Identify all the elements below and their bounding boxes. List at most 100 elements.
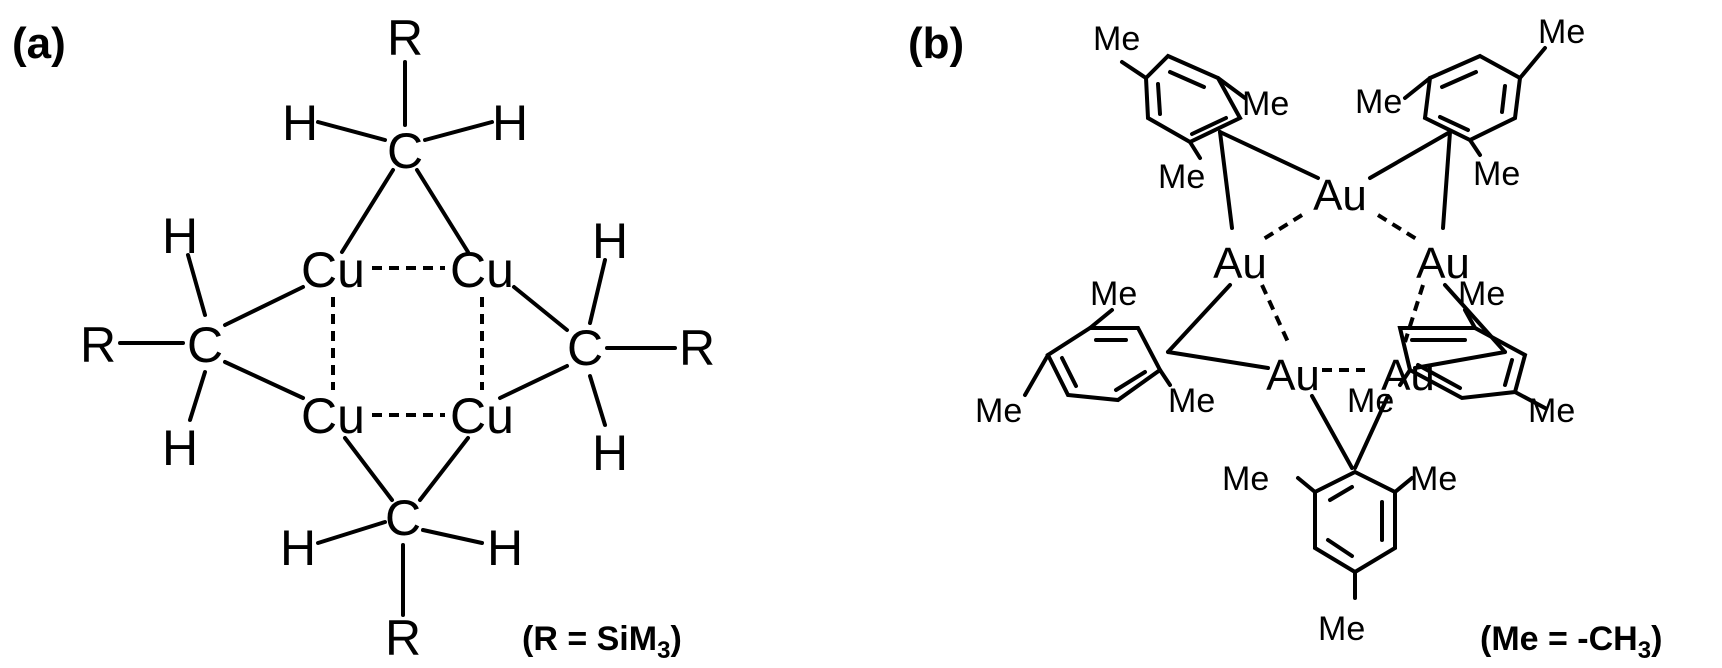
- atom-r-bottom: R: [385, 610, 421, 666]
- panel-b-label: (b): [908, 19, 964, 68]
- me-label-tl-top: Me: [1093, 20, 1140, 58]
- bond-au-right-ring-r: [1443, 283, 1507, 354]
- ring-l-me-bottom: [1158, 368, 1172, 387]
- bond-au-br-ring-b: [1353, 394, 1390, 470]
- ring-tl-double-2: [1190, 116, 1228, 136]
- atom-h-bottom-left: H: [280, 520, 316, 576]
- panel-a-atoms: R H H C Cu Cu Cu Cu H R C H H C R H C H …: [80, 10, 715, 666]
- atom-cu-4: Cu: [450, 388, 514, 444]
- ring-r-double-2: [1503, 358, 1514, 387]
- bond-au-right-ring-tr: [1441, 130, 1452, 230]
- atom-au-left: Au: [1213, 239, 1267, 288]
- panel-a-bonds: [118, 60, 677, 617]
- panel-b-legend-note: (Me = -CH3): [1480, 620, 1662, 664]
- atom-cu-3: Cu: [301, 388, 365, 444]
- ring-tl-me-top: [1120, 60, 1148, 80]
- panel-b-rings: [1023, 46, 1547, 600]
- ring-r-me-top: [1463, 308, 1477, 330]
- me-label-tr-left: Me: [1355, 83, 1402, 121]
- ring-tl-me-bottom: [1188, 140, 1202, 160]
- panel-a-note-suffix: ): [670, 620, 681, 658]
- ring-b-double-3: [1328, 485, 1354, 502]
- bond-right-c-h-top: [588, 258, 607, 325]
- au-au-contact-top-left: [1260, 213, 1304, 242]
- ring-tl-double-1: [1168, 70, 1206, 89]
- panel-a-legend-note: (R = SiM3): [522, 620, 682, 664]
- me-label-tr-bottom: Me: [1473, 155, 1520, 193]
- panel-b-note-prefix: (Me = -CH: [1480, 620, 1638, 658]
- atom-c-left: C: [187, 317, 223, 373]
- atom-r-right: R: [679, 320, 715, 376]
- panel-a-label: (a): [12, 19, 66, 68]
- me-label-l-top: Me: [1090, 275, 1137, 313]
- atom-h-right-bottom: H: [592, 425, 628, 481]
- bond-au-bl-ring-b: [1310, 394, 1354, 470]
- ring-r-me-bottom: [1398, 368, 1412, 387]
- bond-left-c-cu1: [223, 285, 305, 327]
- bond-top-c-h-right: [423, 120, 494, 142]
- atom-au-bottom-right: Au: [1381, 351, 1435, 400]
- ring-b-me-right: [1393, 476, 1414, 494]
- panel-b-note-subscript: 3: [1638, 637, 1651, 664]
- bond-top-c-cu1: [340, 168, 395, 254]
- bond-bottom-c-cu4: [418, 436, 470, 502]
- me-label-tr-top: Me: [1538, 13, 1585, 51]
- me-label-b-left: Me: [1222, 460, 1269, 498]
- atom-h-right-top: H: [592, 213, 628, 269]
- ring-r-double-3: [1416, 363, 1462, 390]
- panel-b-note-suffix: ): [1651, 620, 1662, 658]
- atom-h-top-left: H: [282, 95, 318, 151]
- atom-c-top: C: [387, 123, 423, 179]
- bond-bottom-c-h-left: [316, 520, 387, 545]
- atom-c-right: C: [567, 320, 603, 376]
- bond-au-bl-ring-l: [1166, 350, 1270, 370]
- ring-tr-me-top: [1518, 46, 1547, 80]
- me-label-r-bottom: Me: [1347, 382, 1394, 420]
- au-au-contact-right-br: [1403, 284, 1425, 343]
- atom-cu-2: Cu: [450, 242, 514, 298]
- ring-tl-double-3: [1156, 82, 1162, 116]
- panel-b-au-contacts: [1260, 213, 1425, 372]
- ring-tl-me-right: [1216, 76, 1247, 100]
- me-label-l-left: Me: [975, 392, 1022, 430]
- bond-left-c-cu3: [223, 360, 305, 400]
- ring-b-double-2: [1326, 538, 1354, 558]
- panel-b: (b): [908, 13, 1662, 664]
- bond-bottom-c-h-right: [421, 528, 484, 545]
- ring-l-double-2: [1060, 356, 1078, 388]
- bond-top-c-h-left: [316, 120, 387, 142]
- mesityl-ring-top-right: [1422, 53, 1523, 143]
- panel-b-methyl-labels: Me Me Me Me Me Me Me Me Me Me Me Me Me M…: [975, 13, 1585, 648]
- atom-c-bottom: C: [385, 490, 421, 546]
- atom-cu-1: Cu: [301, 242, 365, 298]
- panel-a-note-prefix: (R = SiM: [522, 620, 657, 658]
- atom-au-right: Au: [1416, 239, 1470, 288]
- ring-tr-me-left: [1403, 76, 1432, 100]
- atom-h-left-bottom: H: [162, 420, 198, 476]
- atom-h-top-right: H: [492, 95, 528, 151]
- atom-r-top: R: [387, 10, 423, 66]
- bond-au-top-ring-tl: [1218, 130, 1320, 180]
- bond-au-left-ring-l: [1166, 283, 1232, 354]
- bond-right-c-cu4: [498, 364, 569, 400]
- me-label-tl-right: Me: [1242, 85, 1289, 123]
- ring-l-double-3: [1114, 370, 1147, 392]
- panel-a: (a): [12, 10, 715, 666]
- panel-b-au-bonds: [1166, 130, 1507, 470]
- atom-h-bottom-right: H: [487, 520, 523, 576]
- au-au-contact-left-bl: [1260, 284, 1290, 343]
- ring-tr-me-bottom: [1468, 138, 1482, 157]
- ring-tr-double-2: [1500, 84, 1507, 114]
- bond-left-c-h-bottom: [188, 370, 207, 422]
- me-label-b-right: Me: [1410, 460, 1457, 498]
- me-label-r-right: Me: [1528, 392, 1575, 430]
- bond-top-c-cu2: [415, 168, 470, 254]
- atom-au-top: Au: [1313, 171, 1367, 220]
- bond-right-c-h-bottom: [588, 374, 607, 427]
- panel-a-note-subscript: 3: [657, 637, 670, 664]
- ring-tr-double-3: [1438, 115, 1470, 132]
- bond-au-br-ring-r: [1413, 350, 1507, 370]
- bond-left-c-h-top: [186, 253, 207, 317]
- ring-l-me-left: [1023, 353, 1050, 397]
- me-label-r-top: Me: [1458, 275, 1505, 313]
